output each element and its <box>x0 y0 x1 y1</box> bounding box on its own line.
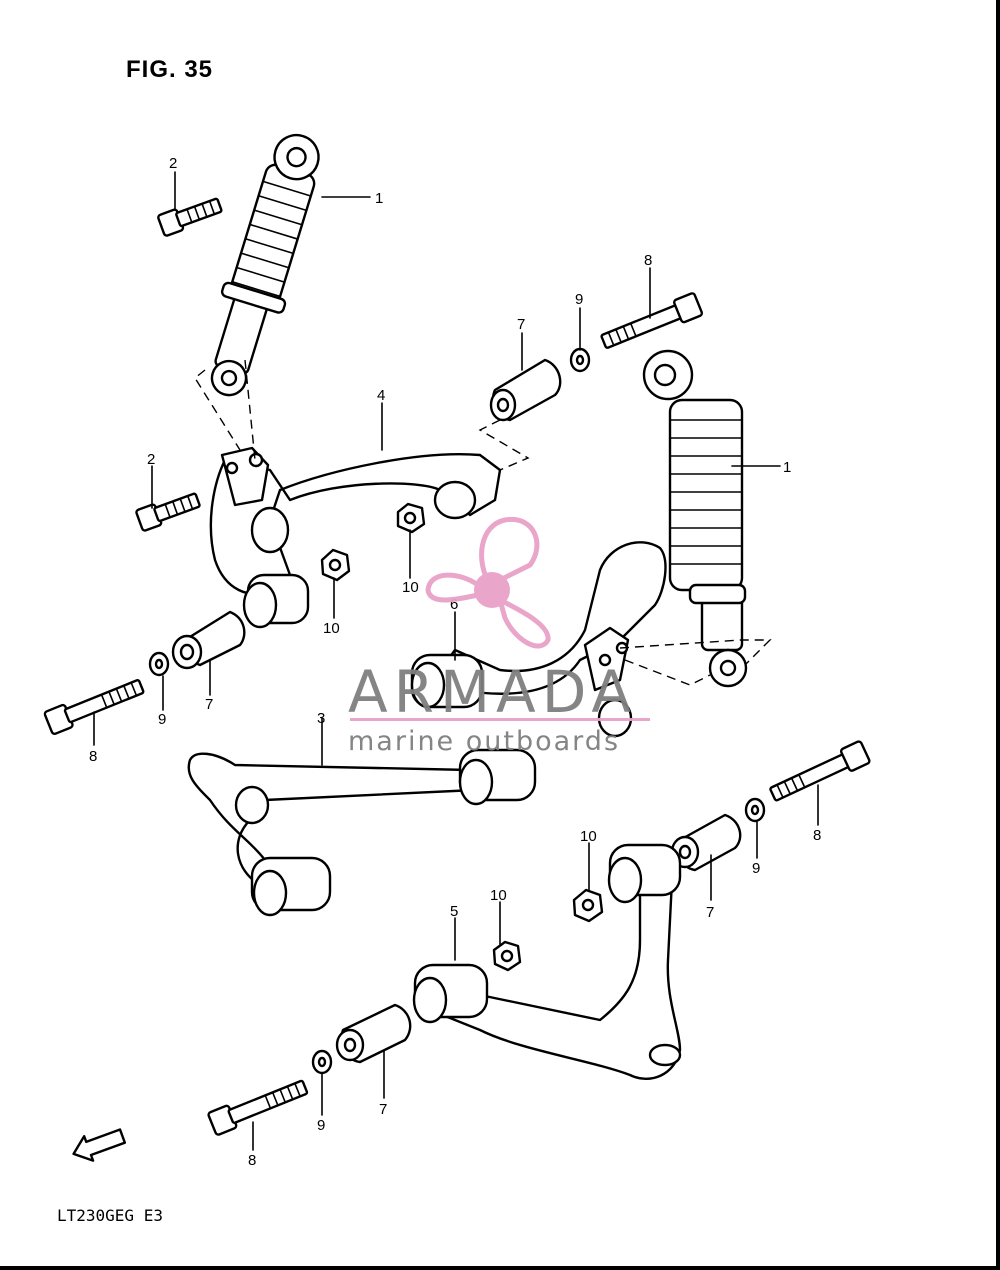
washer-9-lower <box>311 1049 333 1075</box>
nut-10-b <box>320 548 351 582</box>
callout-1-left: 1 <box>375 190 383 207</box>
callout-7-lower: 7 <box>379 1101 387 1118</box>
nut-10-c <box>572 888 604 923</box>
watermark-brand: ARMADA <box>348 658 637 726</box>
callout-7-left: 7 <box>205 696 213 713</box>
arm-5 <box>412 843 682 1080</box>
callout-8-right-mid: 8 <box>813 827 821 844</box>
callout-4: 4 <box>377 387 385 404</box>
callout-10-c: 10 <box>580 828 597 845</box>
model-code: LT230GEG E3 <box>57 1206 163 1225</box>
bushing-7-upper <box>489 358 562 422</box>
callout-labels: 1 2 1 8 9 7 4 2 10 10 6 9 7 8 3 8 10 9 7… <box>89 155 821 1169</box>
callout-9-right-mid: 9 <box>752 860 760 877</box>
callout-7-upper: 7 <box>517 316 525 333</box>
bottom-border <box>0 1266 1000 1270</box>
callout-9-left: 9 <box>158 711 166 728</box>
callout-8-upper: 8 <box>644 252 652 269</box>
callout-1-right: 1 <box>783 459 791 476</box>
washer-9-upper <box>569 347 591 373</box>
bushing-7-right-mid <box>670 813 742 872</box>
fwd-arrow: FWD <box>72 1128 127 1162</box>
propeller-icon <box>425 517 551 649</box>
callout-8-lower: 8 <box>248 1152 256 1169</box>
bolt-8-lower <box>207 1079 309 1136</box>
bushing-7-left <box>171 610 246 670</box>
washer-9-left <box>148 651 170 677</box>
callout-10-b: 10 <box>323 620 340 637</box>
bolt-8-upper <box>600 292 704 349</box>
washer-9-right-mid <box>744 797 766 823</box>
callout-3: 3 <box>317 710 325 727</box>
callout-2-upper: 2 <box>169 155 177 172</box>
arm-6 <box>410 541 667 738</box>
assembly-lines <box>194 359 772 686</box>
shock-absorber-right <box>642 349 748 688</box>
arm-4 <box>209 446 502 629</box>
bolt-2-upper <box>157 197 223 237</box>
nut-10-d <box>492 940 522 972</box>
callout-9-upper: 9 <box>575 291 583 308</box>
callout-9-lower: 9 <box>317 1117 325 1134</box>
bolt-8-left <box>43 679 145 735</box>
bolt-2-lower <box>135 492 201 532</box>
shock-absorber-left <box>210 133 320 397</box>
watermark-tagline: marine outboards <box>348 726 620 757</box>
callout-7-right-mid: 7 <box>706 904 714 921</box>
watermark-underline <box>350 718 650 721</box>
nut-10-a <box>396 502 426 534</box>
callout-10-d: 10 <box>490 887 507 904</box>
arm-3 <box>187 748 537 917</box>
leader-lines <box>93 171 819 1151</box>
callout-5: 5 <box>450 903 458 920</box>
callout-10-a: 10 <box>402 579 419 596</box>
figure-title: FIG. 35 <box>126 56 214 83</box>
callout-8-left: 8 <box>89 748 97 765</box>
watermark: ARMADA marine outboards <box>348 517 650 757</box>
callout-2-lower: 2 <box>147 451 155 468</box>
right-border <box>996 0 1000 1270</box>
callout-6: 6 <box>450 596 458 613</box>
bushing-7-lower <box>335 1003 412 1064</box>
bolt-8-right-mid <box>769 740 871 802</box>
